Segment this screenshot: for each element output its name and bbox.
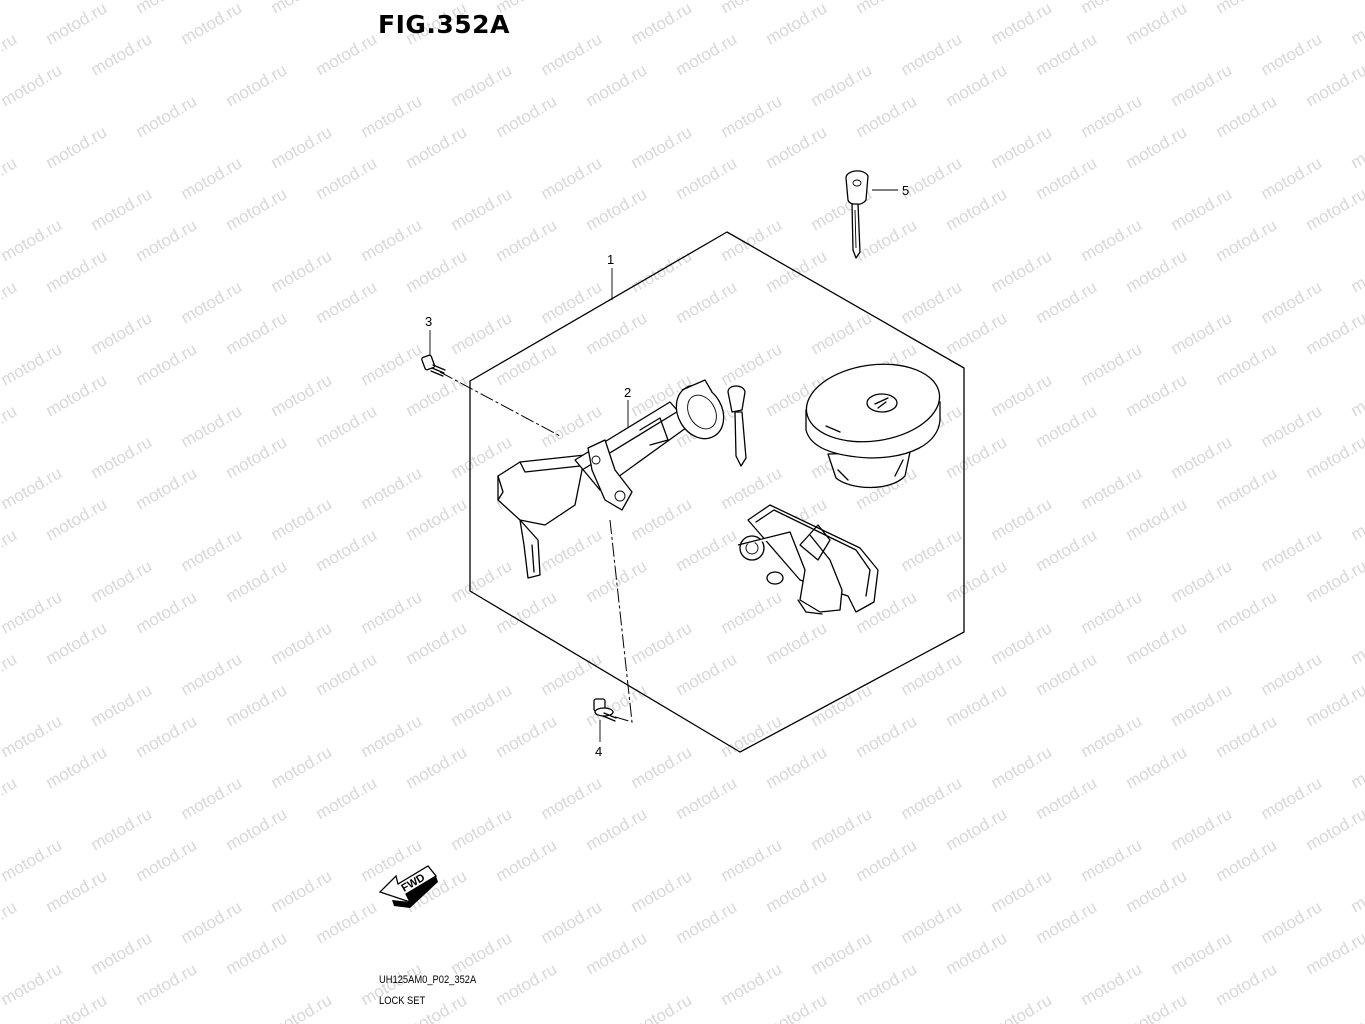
seat-lock: [737, 504, 879, 615]
screw-icon-part-3: [421, 354, 446, 377]
assembly-line-screw-4: [609, 519, 633, 723]
kit-outline: [469, 231, 965, 753]
drawing-code: UH125AM0_P02_352A: [379, 974, 477, 986]
callout-5: 5: [902, 183, 909, 198]
fwd-arrow-icon: FWD: [378, 865, 438, 908]
figure-title: FIG.352A: [378, 10, 510, 39]
fuel-cap-lock: [805, 363, 941, 489]
key-icon-part-5: [845, 170, 869, 259]
callout-2: 2: [624, 385, 631, 400]
callout-4: 4: [595, 744, 602, 759]
ignition-lock-assembly-part-2: [497, 379, 747, 579]
assembly-line-screw-3: [439, 371, 561, 437]
callout-1: 1: [607, 252, 614, 267]
callout-3: 3: [425, 314, 432, 329]
figure-caption: LOCK SET: [379, 995, 426, 1007]
bolt-icon-part-4: [593, 698, 617, 722]
